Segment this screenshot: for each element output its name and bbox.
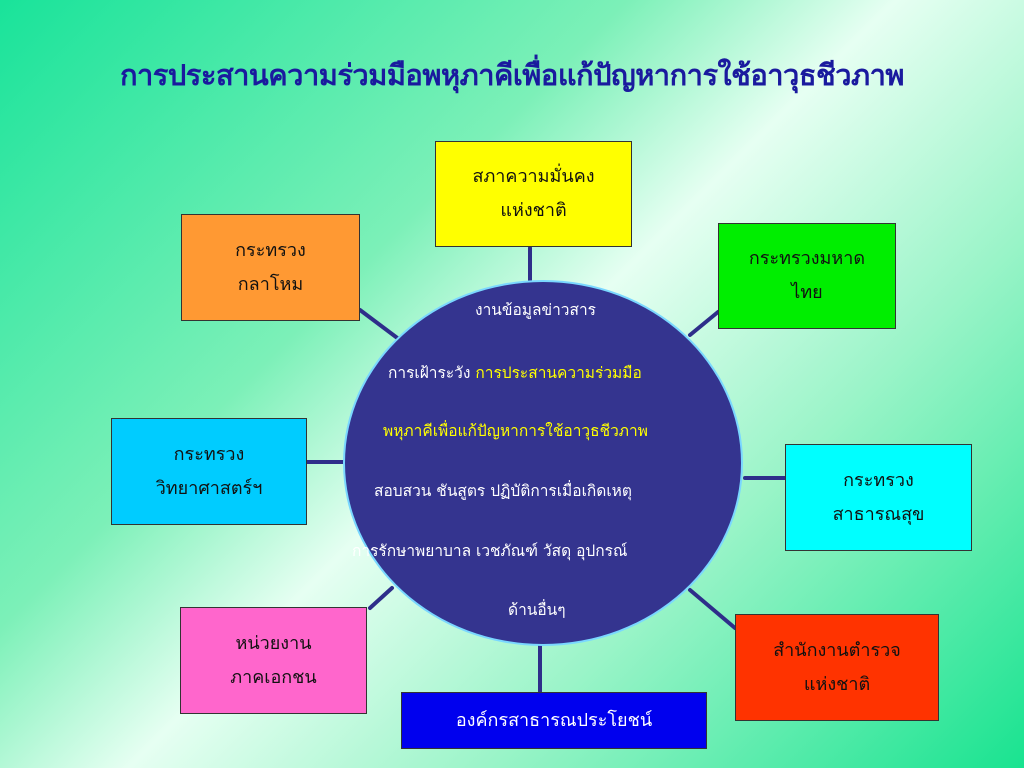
- node-right-line-1: กระทรวง: [843, 469, 914, 491]
- node-top-left-line-1: กระทรวง: [235, 239, 306, 261]
- node-top-right-line-2: ไทย: [791, 282, 823, 303]
- hub-line-5: การรักษาพยาบาล เวชภัณฑ์ วัสดุ อุปกรณ์: [352, 542, 628, 560]
- node-ministry-of-public-health: กระทรวง สาธารณสุข: [785, 444, 972, 551]
- node-bottom-line-1: องค์กรสาธารณประโยชน์: [455, 709, 653, 731]
- connector-bottom-left: [368, 586, 394, 610]
- node-top-line-1: สภาความมั่นคง: [472, 166, 595, 187]
- hub-line-3: พหุภาคีเพื่อแก้ปัญหาการใช้อาวุธชีวภาพ: [383, 422, 648, 440]
- connector-top-right: [688, 310, 720, 337]
- node-bottom-left-line-2: ภาคเอกชน: [230, 666, 317, 688]
- connector-bottom-right: [688, 588, 737, 630]
- hub-line-6: ด้านอื่นๆ: [508, 601, 566, 619]
- hub-line-4: สอบสวน ชันสูตร ปฏิบัติการเมื่อเกิดเหตุ: [374, 482, 632, 500]
- central-circle: [343, 280, 743, 646]
- node-bottom-right-line-1: สำนักงานตำรวจ: [773, 639, 901, 661]
- hub-line-2-highlight: การประสานความร่วมมือ: [475, 364, 642, 382]
- hub-line-2: การเฝ้าระวัง การประสานความร่วมมือ: [388, 360, 642, 385]
- node-left-line-2: วิทยาศาสตร์ฯ: [155, 477, 263, 499]
- hub-line-2-a: การเฝ้าระวัง: [388, 364, 476, 382]
- node-left-line-1: กระทรวง: [173, 443, 245, 465]
- node-top-line-2: แห่งชาติ: [500, 200, 567, 221]
- node-top-left-line-2: กลาโหม: [237, 273, 304, 295]
- node-ministry-of-defence: กระทรวง กลาโหม: [181, 214, 360, 321]
- node-royal-thai-police: สำนักงานตำรวจ แห่งชาติ: [735, 614, 939, 721]
- hub-line-1: งานข้อมูลข่าวสาร: [475, 301, 596, 319]
- node-public-benefit-organizations: องค์กรสาธารณประโยชน์: [401, 692, 707, 749]
- node-ministry-of-science: กระทรวง วิทยาศาสตร์ฯ: [111, 418, 307, 525]
- connector-top-left: [358, 308, 402, 342]
- node-top-right-line-1: กระทรวงมหาด: [748, 248, 866, 269]
- node-bottom-left-line-1: หน่วยงาน: [235, 632, 312, 654]
- slide-title: การประสานความร่วมมือพหุภาคีเพื่อแก้ปัญหา…: [119, 58, 905, 92]
- node-private-sector: หน่วยงาน ภาคเอกชน: [180, 607, 367, 714]
- node-bottom-right-line-2: แห่งชาติ: [803, 673, 871, 695]
- node-ministry-of-interior: กระทรวงมหาด ไทย: [718, 223, 896, 329]
- node-national-security-council: สภาความมั่นคง แห่งชาติ: [435, 141, 632, 247]
- node-right-line-2: สาธารณสุข: [832, 503, 925, 525]
